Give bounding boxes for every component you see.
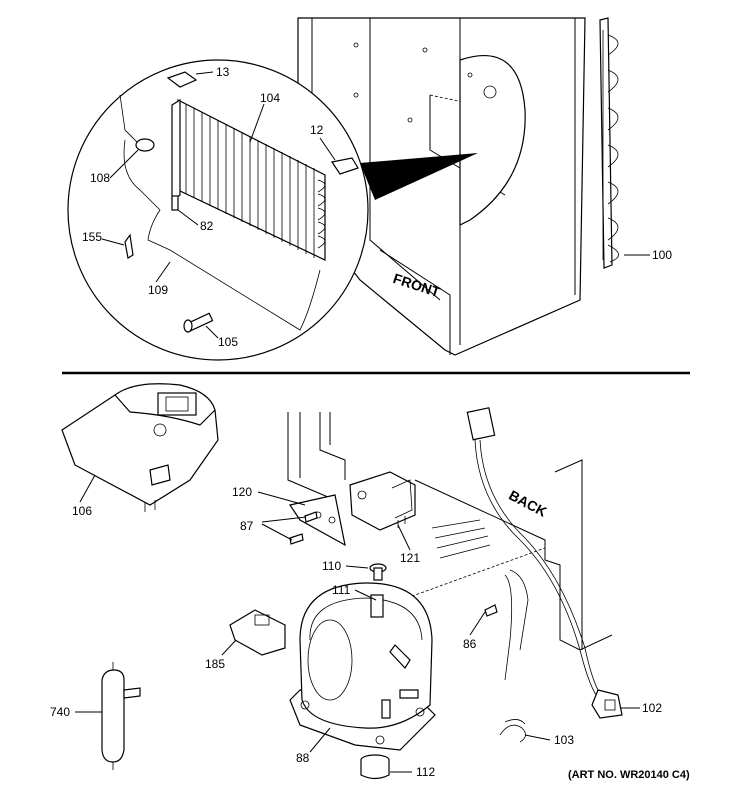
label-103: 103 xyxy=(554,733,574,747)
compressor-88 xyxy=(289,582,436,751)
back-label: BACK xyxy=(506,487,549,520)
clip-103 xyxy=(499,719,526,743)
leader-lines-top xyxy=(101,71,336,339)
evaporator-detail-circle xyxy=(67,59,369,361)
screw-86 xyxy=(484,604,498,617)
compressor-pin-111 xyxy=(370,594,384,618)
evaporator xyxy=(171,98,326,261)
label-105: 105 xyxy=(218,335,238,349)
condenser-coil xyxy=(599,17,619,269)
wire-harness xyxy=(431,407,606,701)
grommet-110 xyxy=(369,563,387,581)
label-121: 121 xyxy=(400,551,420,565)
connector-185 xyxy=(229,609,286,656)
label-106: 106 xyxy=(72,504,92,518)
label-87: 87 xyxy=(240,519,254,533)
label-108: 108 xyxy=(90,171,110,185)
fuse-82 xyxy=(171,195,179,211)
label-82: 82 xyxy=(200,219,214,233)
part-labels: 13 104 12 108 82 155 109 105 100 106 120… xyxy=(50,65,690,781)
leader-lines-bottom xyxy=(257,491,411,551)
dryer-740 xyxy=(101,662,141,770)
power-plug-102 xyxy=(591,689,623,719)
callout-wedge xyxy=(360,153,478,200)
label-88: 88 xyxy=(296,751,310,765)
cabinet-illustration xyxy=(297,17,586,356)
relay-121 xyxy=(349,471,416,531)
label-740: 740 xyxy=(50,705,70,719)
label-185: 185 xyxy=(205,657,225,671)
pad-12 xyxy=(331,157,359,175)
label-155: 155 xyxy=(82,230,102,244)
label-112: 112 xyxy=(416,765,435,779)
label-13: 13 xyxy=(216,65,230,79)
label-109: 109 xyxy=(148,283,168,297)
grommet-112 xyxy=(360,754,390,780)
label-102: 102 xyxy=(642,701,662,715)
label-104: 104 xyxy=(260,91,280,105)
label-111: 111 xyxy=(332,583,351,597)
label-110: 110 xyxy=(322,559,341,573)
art-number: (ART NO. WR20140 C4) xyxy=(568,769,690,781)
bimetal-108 xyxy=(135,138,155,152)
pad-13 xyxy=(166,71,198,88)
screws-87 xyxy=(289,511,318,545)
drain-pan-106 xyxy=(61,383,219,512)
clip-155 xyxy=(124,233,134,259)
label-86: 86 xyxy=(463,637,477,651)
label-12: 12 xyxy=(310,123,324,137)
label-100: 100 xyxy=(652,248,672,262)
label-120: 120 xyxy=(232,485,252,499)
part-105 xyxy=(183,312,214,333)
bracket-120 xyxy=(289,494,346,547)
